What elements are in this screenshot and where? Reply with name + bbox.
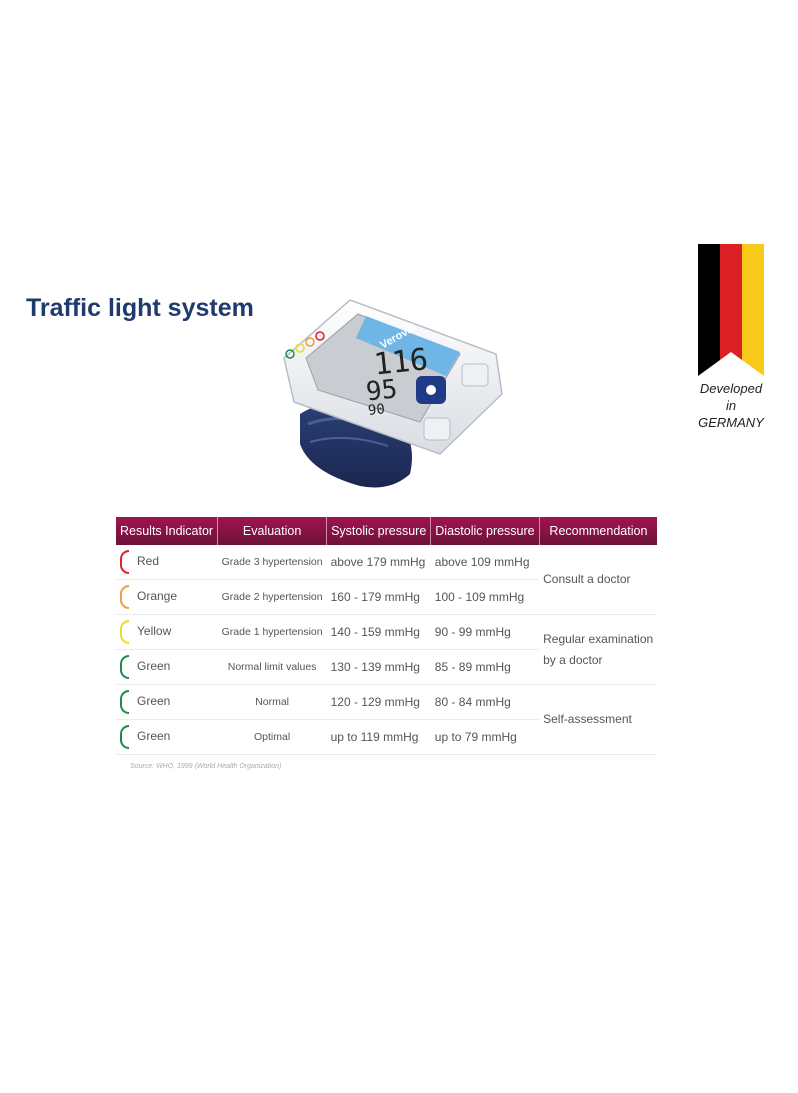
diastolic-cell: above 109 mmHg bbox=[430, 545, 540, 580]
table-row: Red Grade 3 hypertension above 179 mmHg … bbox=[116, 545, 658, 615]
systolic-cell: up to 119 mmHg bbox=[326, 719, 431, 755]
flag-stripe-black bbox=[698, 244, 720, 376]
device-side-button bbox=[461, 363, 489, 387]
diastolic-cell: 85 - 89 mmHg bbox=[430, 649, 540, 685]
diastolic-cell: 100 - 109 mmHg bbox=[430, 579, 540, 615]
indicator-cell: Red bbox=[116, 545, 218, 580]
red-bracket-icon bbox=[120, 550, 129, 574]
evaluation-cell: Grade 2 hypertension bbox=[217, 579, 327, 615]
table-row: Green Optimal up to 119 mmHg up to 79 mm… bbox=[116, 719, 657, 755]
diastolic-cell: 80 - 84 mmHg bbox=[430, 684, 540, 720]
evaluation-cell: Grade 3 hypertension bbox=[217, 545, 327, 580]
systolic-cell: 160 - 179 mmHg bbox=[326, 579, 431, 615]
device-pulse-reading: 90 bbox=[367, 401, 385, 419]
evaluation-cell: Normal bbox=[217, 684, 327, 720]
table-row: Orange Grade 2 hypertension 160 - 179 mm… bbox=[116, 579, 657, 615]
orange-bracket-icon bbox=[120, 585, 129, 609]
flag-stripe-red bbox=[720, 244, 742, 376]
header-evaluation: Evaluation bbox=[217, 517, 328, 545]
source-note: Source: WHO, 1999 (World Health Organiza… bbox=[130, 763, 282, 770]
header-diastolic: Diastolic pressure bbox=[430, 517, 540, 545]
header-recommendation: Recommendation bbox=[539, 517, 658, 545]
device-systolic-reading: 116 bbox=[372, 342, 430, 382]
indicator-cell: Orange bbox=[116, 579, 218, 615]
recommendation-cell: Self-assessment bbox=[539, 684, 658, 755]
flag-stripe-gold bbox=[742, 244, 764, 376]
diastolic-cell: up to 79 mmHg bbox=[430, 719, 540, 755]
evaluation-cell: Grade 1 hypertension bbox=[217, 614, 327, 650]
table-row: Green Normal limit values 130 - 139 mmHg… bbox=[116, 649, 657, 685]
systolic-cell: 140 - 159 mmHg bbox=[326, 614, 431, 650]
blood-pressure-table: Results Indicator Evaluation Systolic pr… bbox=[116, 517, 658, 755]
page-title: Traffic light system bbox=[26, 294, 254, 322]
developed-in-germany-label: Developed in GERMANY bbox=[698, 381, 764, 430]
device-memory-button bbox=[423, 417, 451, 441]
blood-pressure-monitor-image: Veroval 116 95 90 bbox=[283, 299, 503, 488]
systolic-cell: 120 - 129 mmHg bbox=[326, 684, 431, 720]
green-bracket-icon bbox=[120, 655, 129, 679]
systolic-cell: above 179 mmHg bbox=[326, 545, 431, 580]
table-row: Yellow Grade 1 hypertension 140 - 159 mm… bbox=[116, 614, 658, 685]
evaluation-cell: Normal limit values bbox=[217, 649, 327, 685]
diastolic-cell: 90 - 99 mmHg bbox=[430, 614, 540, 650]
indicator-cell: Green bbox=[116, 719, 218, 755]
green-bracket-icon bbox=[120, 690, 129, 714]
green-bracket-icon bbox=[120, 725, 129, 749]
germany-flag-ribbon bbox=[698, 244, 764, 376]
indicator-cell: Green bbox=[116, 649, 218, 685]
indicator-cell: Green bbox=[116, 684, 218, 720]
yellow-bracket-icon bbox=[120, 620, 129, 644]
table-header-row: Results Indicator Evaluation Systolic pr… bbox=[116, 517, 658, 545]
header-results-indicator: Results Indicator bbox=[116, 517, 219, 545]
recommendation-cell: Consult a doctor bbox=[539, 545, 658, 615]
systolic-cell: 130 - 139 mmHg bbox=[326, 649, 431, 685]
evaluation-cell: Optimal bbox=[217, 719, 327, 755]
header-systolic: Systolic pressure bbox=[326, 517, 432, 545]
device-diastolic-reading: 95 bbox=[365, 374, 399, 407]
table-row: Green Normal 120 - 129 mmHg 80 - 84 mmHg… bbox=[116, 684, 658, 755]
indicator-cell: Yellow bbox=[116, 614, 218, 650]
